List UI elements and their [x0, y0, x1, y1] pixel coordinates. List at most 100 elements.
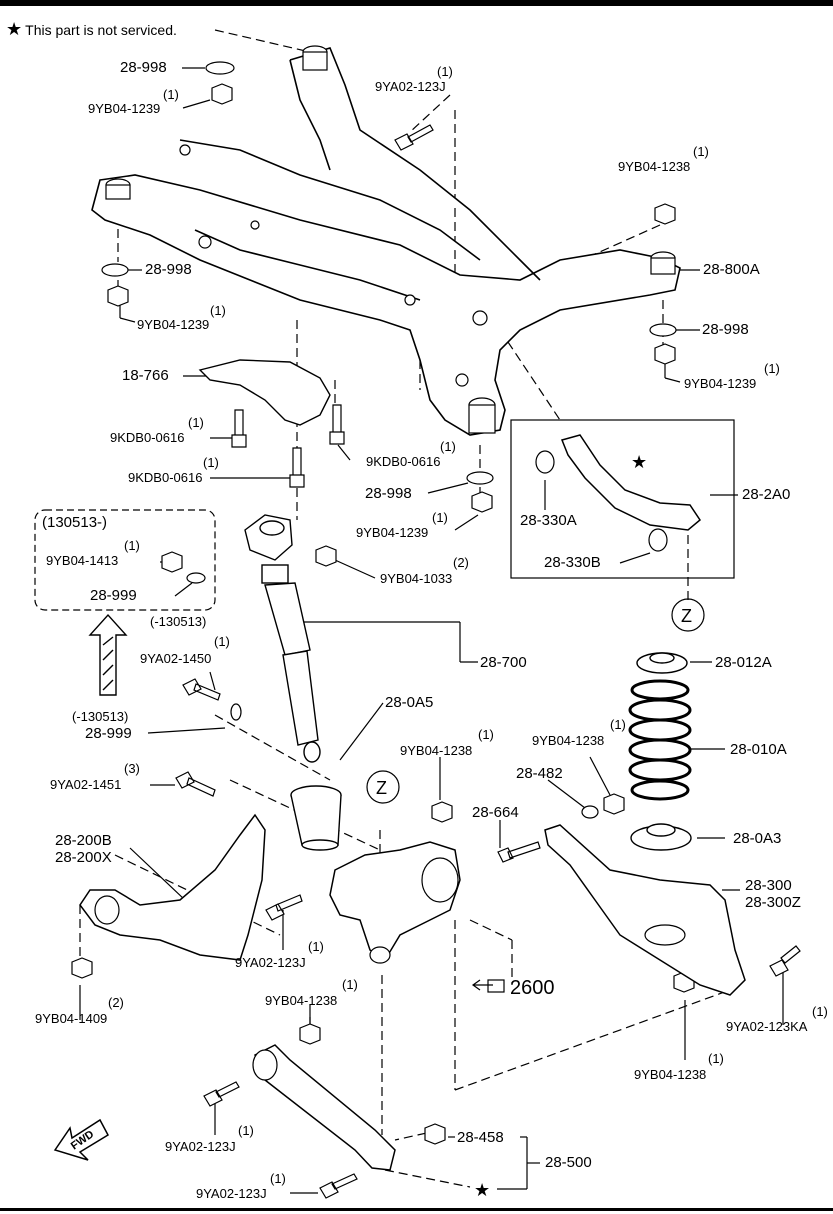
- label-qty-c: (1): [693, 144, 709, 159]
- label-qty-k: (2): [453, 555, 469, 570]
- top-rule: [0, 0, 833, 6]
- label-28-012a: 28-012A: [715, 654, 772, 671]
- lateral-link-bushing-icon: [252, 1049, 278, 1081]
- label-qty-i: (1): [432, 510, 448, 525]
- trailing-link-group-box: [510, 419, 735, 579]
- label-28-800a: 28-800A: [703, 261, 760, 278]
- label-2600: 2600: [510, 977, 555, 999]
- bushing-330b-icon: [648, 528, 668, 552]
- label-9ya02-123j-d: 9YA02-123J: [196, 1186, 267, 1201]
- label-qty-o: (3): [124, 761, 140, 776]
- label-9ya02-123ka: 9YA02-123KA: [726, 1019, 808, 1034]
- label-28-458: 28-458: [457, 1129, 504, 1146]
- label-qty-q: (2): [108, 995, 124, 1010]
- label-qty-s: (1): [342, 977, 358, 992]
- leader-lines: [79, 67, 784, 1194]
- label-rev-minus-130513-a: (-130513): [150, 614, 207, 629]
- label-28-300: 28-300: [745, 877, 792, 894]
- label-9kdb0-0616-c: 9KDB0-0616: [128, 470, 203, 485]
- label-9yb04-1033: 9YB04-1033: [380, 571, 453, 586]
- label-9yb04-1238-d: 9YB04-1238: [265, 993, 338, 1008]
- label-28-0a3: 28-0A3: [733, 830, 782, 847]
- label-9yb04-1239-a: 9YB04-1239: [88, 101, 161, 116]
- label-28-998-d: 28-998: [365, 485, 412, 502]
- label-9ya02-123j-c: 9YA02-123J: [165, 1139, 236, 1154]
- label-9kdb0-0616-a: 9KDB0-0616: [110, 430, 185, 445]
- label-9yb04-1239-c: 9YB04-1239: [684, 376, 757, 391]
- label-9yb04-1238-a: 9YB04-1238: [618, 159, 691, 174]
- lower-arm-icon: [544, 824, 746, 996]
- label-9yb04-1239-d: 9YB04-1239: [356, 525, 429, 540]
- bracket-icon: [198, 359, 331, 426]
- label-28-330a: 28-330A: [520, 512, 577, 529]
- label-28-010a: 28-010A: [730, 741, 787, 758]
- label-9ya02-1450: 9YA02-1450: [140, 651, 212, 666]
- label-28-200b: 28-200B: [55, 832, 112, 849]
- bolt-icons: [175, 124, 801, 1199]
- label-28-300z: 28-300Z: [745, 894, 801, 911]
- star-icon: ★: [6, 19, 23, 39]
- shock-absorber-icon: [244, 514, 321, 763]
- trailing-link-bushing-icon: [94, 895, 120, 925]
- label-qty-m: (1): [478, 727, 494, 742]
- star-marker-lateral-link: ★: [474, 1180, 490, 1200]
- label-28-482: 28-482: [516, 765, 563, 782]
- hub-icon: [421, 857, 459, 903]
- label-qty-f: (1): [188, 415, 204, 430]
- label-qty-r: (1): [812, 1004, 828, 1019]
- revision-arrow-icon: [88, 613, 128, 696]
- label-9yb04-1409: 9YB04-1409: [35, 1011, 108, 1026]
- crossmember-icon: [91, 47, 681, 436]
- label-28-500: 28-500: [545, 1154, 592, 1171]
- z-circle-icon-2: [366, 770, 400, 804]
- label-9ya02-123j-b: 9YA02-123J: [235, 955, 306, 970]
- lateral-link-icon: [254, 1044, 396, 1171]
- label-28-999-a: 28-999: [90, 587, 137, 604]
- label-rev-130513: (130513-): [42, 514, 108, 531]
- label-qty-a: (1): [163, 87, 179, 102]
- washer-icons: [101, 61, 677, 721]
- label-qty-e: (1): [764, 361, 780, 376]
- z-marker-2: Z: [376, 778, 387, 798]
- label-qty-t: (1): [708, 1051, 724, 1066]
- label-9yb04-1413: 9YB04-1413: [46, 553, 119, 568]
- reference-book-icon: [471, 979, 505, 993]
- label-qty-b: (1): [437, 64, 453, 79]
- bottom-rule: [0, 1208, 833, 1211]
- label-28-330b: 28-330B: [544, 554, 601, 571]
- label-28-998-a: 28-998: [120, 59, 167, 76]
- coil-spring-icon: [628, 679, 692, 801]
- label-28-2a0: 28-2A0: [742, 486, 791, 503]
- label-qty-g: (1): [440, 439, 456, 454]
- label-28-998-c: 28-998: [702, 321, 749, 338]
- trailing-link-icon: [79, 813, 266, 961]
- upper-link-icon: [560, 434, 701, 531]
- star-marker-upper-link: ★: [631, 452, 647, 472]
- not-serviced-text: This part is not serviced.: [25, 22, 177, 38]
- label-9yb04-1238-c: 9YB04-1238: [532, 733, 605, 748]
- not-serviced-note: ★This part is not serviced.: [6, 20, 177, 39]
- label-28-998-b: 28-998: [145, 261, 192, 278]
- label-qty-h: (1): [203, 455, 219, 470]
- label-9yb04-1238-e: 9YB04-1238: [634, 1067, 707, 1082]
- knuckle-bushing-icon: [369, 946, 391, 964]
- bump-stopper-icon: [290, 785, 342, 851]
- label-qty-d: (1): [210, 303, 226, 318]
- label-9kdb0-0616-b: 9KDB0-0616: [366, 454, 441, 469]
- label-rev-minus-130513-b: (-130513): [72, 709, 129, 724]
- label-9yb04-1239-b: 9YB04-1239: [137, 317, 210, 332]
- z-marker-1: Z: [681, 606, 692, 626]
- label-28-999-b: 28-999: [85, 725, 132, 742]
- label-qty-l: (1): [214, 634, 230, 649]
- nut-icons: [71, 83, 695, 1145]
- label-28-664: 28-664: [472, 804, 519, 821]
- label-28-700: 28-700: [480, 654, 527, 671]
- label-qty-p: (1): [308, 939, 324, 954]
- lower-arm-seat-icon: [644, 924, 686, 946]
- label-28-0a5: 28-0A5: [385, 694, 434, 711]
- spring-seat-icons: [630, 652, 692, 851]
- label-qty-v: (1): [270, 1171, 286, 1186]
- z-circle-icon-1: [671, 598, 705, 632]
- label-qty-u: (1): [238, 1123, 254, 1138]
